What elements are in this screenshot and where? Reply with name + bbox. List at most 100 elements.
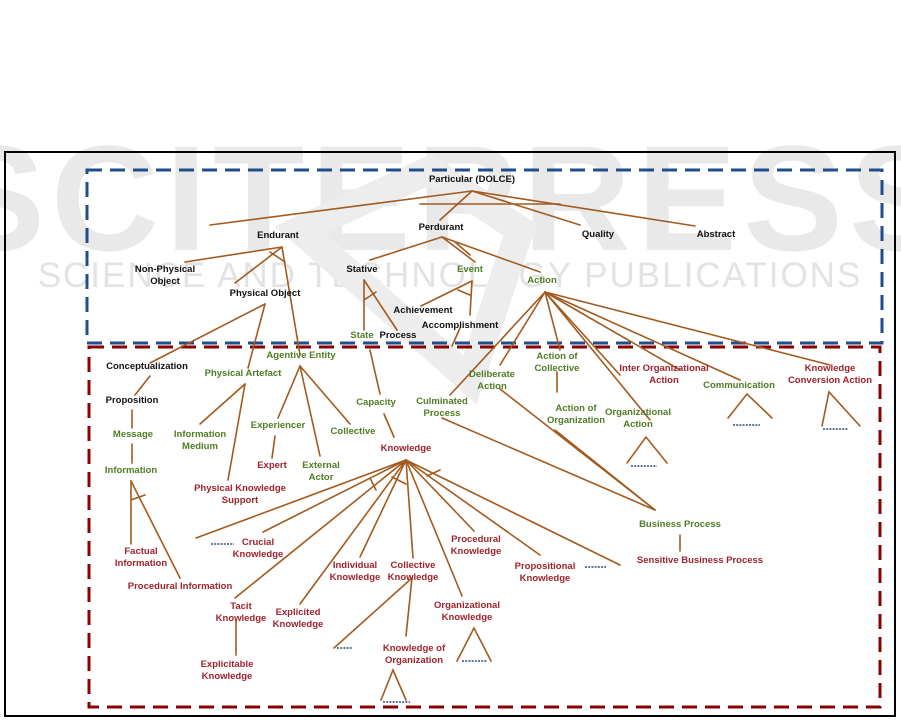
edge-line xyxy=(554,429,656,511)
node-label-line: Knowledge xyxy=(330,572,381,583)
edge-line xyxy=(471,190,581,226)
edge-line xyxy=(405,459,621,566)
node-physical-artefact: Physical Artefact xyxy=(205,368,283,379)
node-knowledge: Knowledge xyxy=(381,443,432,454)
node-label-line: Organizational xyxy=(605,407,671,418)
node-label-line: External xyxy=(302,460,340,471)
edge-line xyxy=(471,190,696,227)
edge-line xyxy=(247,303,266,369)
node-stative: Stative xyxy=(346,264,377,275)
edge-line xyxy=(439,190,473,221)
edge-line xyxy=(405,459,414,559)
edge-line xyxy=(209,190,473,226)
subtree-triangle xyxy=(626,435,668,464)
node-label-line: Stative xyxy=(346,264,377,275)
node-label-line: State xyxy=(350,330,373,341)
node-agentive-entity: Agentive Entity xyxy=(266,350,336,361)
edge-line xyxy=(544,291,651,421)
watermark-book-shape xyxy=(274,154,537,405)
node-label-line: Information xyxy=(174,429,226,440)
edge-line xyxy=(449,291,546,396)
edge-line xyxy=(363,279,398,331)
edge-line xyxy=(299,365,351,425)
edge-line xyxy=(262,459,407,533)
node-label-line: Knowledge xyxy=(381,443,432,454)
edge-line xyxy=(134,375,151,396)
node-label-line: Action xyxy=(649,375,679,386)
node-label-line: Procedural Information xyxy=(128,581,233,592)
node-action: Action xyxy=(527,275,557,286)
edge-line xyxy=(299,365,321,457)
node-labels: Particular (DOLCE)EndurantPerdurantQuali… xyxy=(105,174,872,682)
node-label-line: Object xyxy=(150,276,180,287)
edge-line xyxy=(451,327,461,347)
node-label-line: Inter Organizational xyxy=(619,363,708,374)
node-label-line: Explicited xyxy=(276,607,321,618)
node-label-line: Knowledge xyxy=(202,671,253,682)
node-endurant: Endurant xyxy=(257,230,300,241)
edge-line xyxy=(149,303,266,364)
node-label-line: Support xyxy=(222,495,259,506)
edge-line xyxy=(441,417,656,511)
node-accomplishment: Accomplishment xyxy=(422,320,499,331)
node-label-line: Knowledge xyxy=(805,363,856,374)
node-label-line: Capacity xyxy=(356,397,396,408)
node-physical-object: Physical Object xyxy=(230,288,302,299)
node-proposition: Proposition xyxy=(106,395,159,406)
node-label-line: Proposition xyxy=(106,395,159,406)
node-label-line: Particular (DOLCE) xyxy=(429,174,515,185)
node-particular: Particular (DOLCE) xyxy=(429,174,515,185)
node-label-line: Explicitable xyxy=(201,659,254,670)
edge-line xyxy=(184,246,283,263)
node-label-line: Agentive Entity xyxy=(266,350,336,361)
edge-line xyxy=(269,251,286,263)
node-experiencer: Experiencer xyxy=(251,420,306,431)
edge-line xyxy=(405,577,413,637)
node-label-line: Information xyxy=(115,558,167,569)
node-label-line: Actor xyxy=(309,472,334,483)
node-label-line: Business Process xyxy=(639,519,721,530)
node-label-line: Knowledge of xyxy=(383,643,446,654)
node-label-line: Action xyxy=(477,381,507,392)
node-label-line: Abstract xyxy=(697,229,736,240)
edge-line xyxy=(426,469,441,477)
node-label-line: Knowledge xyxy=(520,573,571,584)
edge-line xyxy=(544,291,681,371)
node-label-line: Experiencer xyxy=(251,420,306,431)
node-label-line: Non-Physical xyxy=(135,264,195,275)
node-label-line: Process xyxy=(424,408,461,419)
node-label-line: Knowledge xyxy=(273,619,324,630)
node-label-line: Process xyxy=(380,330,417,341)
subtree-triangle xyxy=(456,626,492,662)
node-information: Information xyxy=(105,465,157,476)
node-label-line: Individual xyxy=(333,560,377,571)
edge-line xyxy=(441,236,476,263)
node-event: Event xyxy=(457,264,484,275)
node-label-line: Knowledge xyxy=(233,549,284,560)
edge-line xyxy=(544,291,741,381)
node-label-line: Expert xyxy=(257,460,287,471)
node-label-line: Quality xyxy=(582,229,615,240)
node-label-line: Knowledge xyxy=(442,612,493,623)
node-label-line: Collective xyxy=(535,363,580,374)
node-label-line: Collective xyxy=(391,560,436,571)
node-label-line: Knowledge xyxy=(451,546,502,557)
node-label-line: Culminated xyxy=(416,396,468,407)
domain-region-border xyxy=(87,345,882,709)
node-label-line: Knowledge xyxy=(216,613,267,624)
node-label-line: Sensitive Business Process xyxy=(637,555,763,566)
node-label-line: Propositional xyxy=(515,561,576,572)
node-label-line: Accomplishment xyxy=(422,320,499,331)
edge-line xyxy=(441,236,541,273)
